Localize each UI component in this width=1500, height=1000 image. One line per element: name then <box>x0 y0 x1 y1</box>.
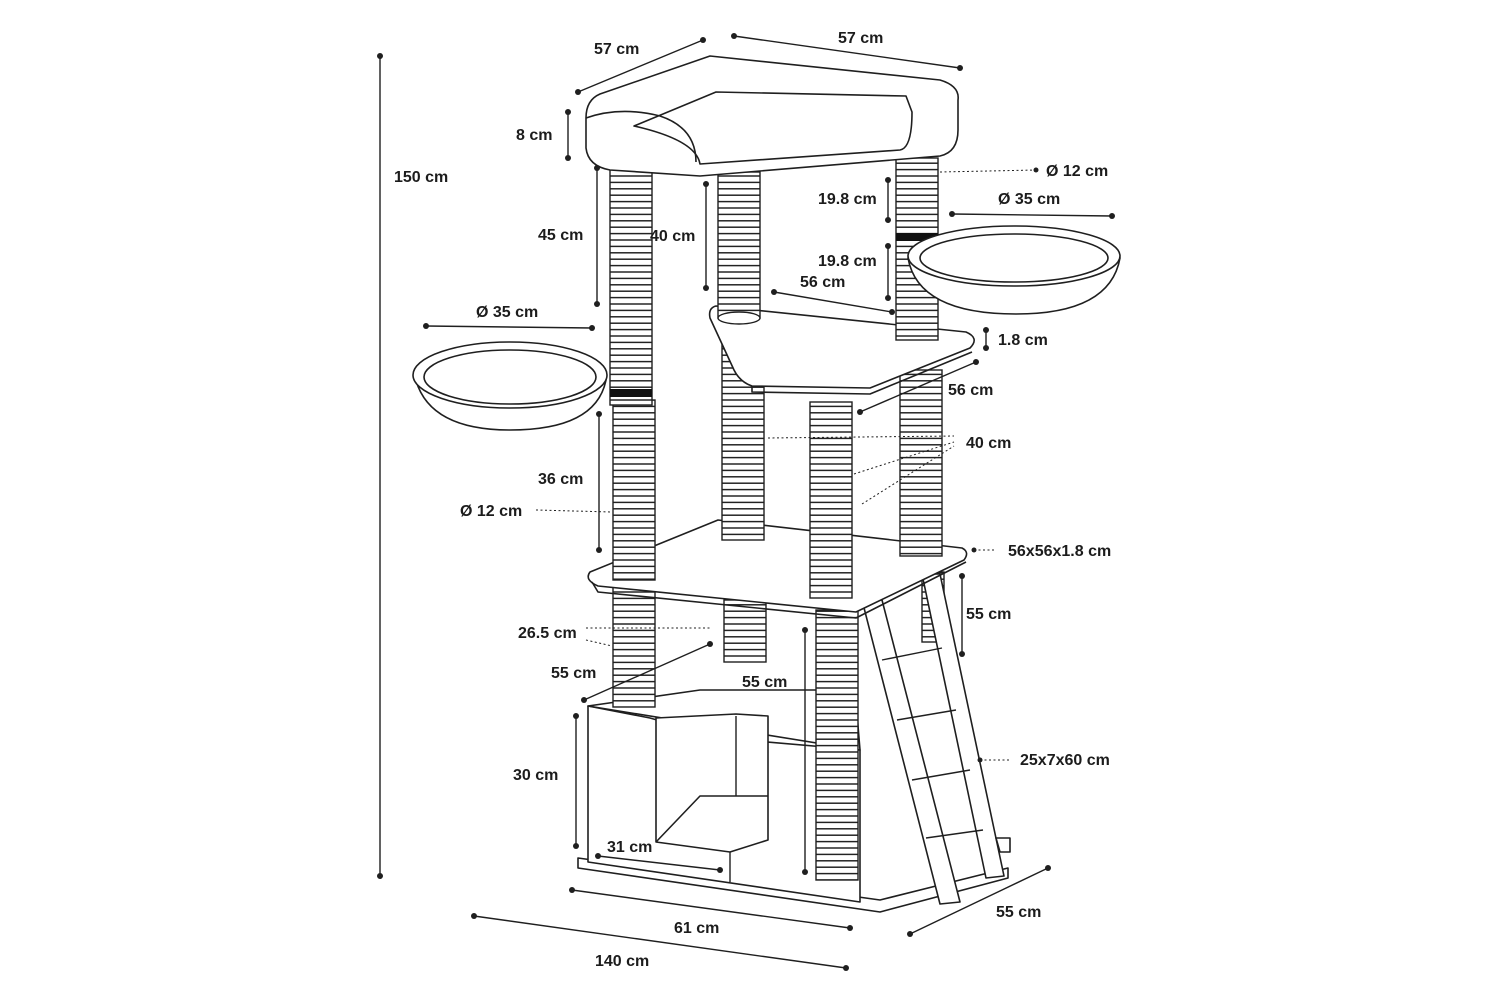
label-lower-posts-height: 40 cm <box>966 435 1011 452</box>
label-left-bowl-diameter: Ø 35 cm <box>476 304 538 321</box>
base-board <box>577 857 1009 913</box>
label-top-post-diameter: Ø 12 cm <box>1046 163 1108 180</box>
label-center-post-height: 40 cm <box>650 228 695 245</box>
label-base-width: 61 cm <box>674 920 719 937</box>
label-left-post-lower-height: 36 cm <box>538 471 583 488</box>
label-ladder-top-height: 55 cm <box>966 606 1011 623</box>
label-right-bowl-diameter: Ø 35 cm <box>998 191 1060 208</box>
label-post-upper-segment: 19.8 cm <box>818 191 877 208</box>
cave-box <box>587 689 861 903</box>
post-lower-right <box>899 369 943 557</box>
label-base-center-post-height: 55 cm <box>742 674 787 691</box>
bowl-left <box>412 341 608 431</box>
dimension-labels: 57 cm 57 cm 8 cm 150 cm Ø 12 cm 19.8 cm … <box>394 30 1111 970</box>
label-post-lower-segment: 19.8 cm <box>818 253 877 270</box>
ladder <box>861 573 1011 905</box>
post-upper-left <box>609 164 653 406</box>
top-bed <box>585 55 959 177</box>
post-base-front <box>815 609 859 881</box>
post-lower-front <box>809 401 853 599</box>
label-left-post-top-height: 45 cm <box>538 227 583 244</box>
label-mid-platform-depth: 56 cm <box>800 274 845 291</box>
label-top-right-width: 57 cm <box>838 30 883 47</box>
post-upper-center <box>717 171 761 325</box>
label-mid-platform-width: 56 cm <box>948 382 993 399</box>
post-base-left <box>612 584 656 708</box>
label-total-width: 140 cm <box>595 953 649 970</box>
post-base-center <box>723 599 767 663</box>
lower-platform <box>587 519 968 619</box>
dimension-lines <box>377 33 1115 971</box>
label-short-post-height: 26.5 cm <box>518 625 577 642</box>
label-lower-platform-size: 56x56x1.8 cm <box>1008 543 1111 560</box>
label-left-post-diameter: Ø 12 cm <box>460 503 522 520</box>
label-total-height: 150 cm <box>394 169 448 186</box>
label-cave-height: 30 cm <box>513 767 558 784</box>
post-lower-left <box>612 399 656 581</box>
label-base-left-post-height: 55 cm <box>551 665 596 682</box>
label-top-bed-height: 8 cm <box>516 127 552 144</box>
label-top-left-width: 57 cm <box>594 41 639 58</box>
bowl-right <box>907 225 1121 315</box>
label-cave-depth: 31 cm <box>607 839 652 856</box>
label-ladder-size: 25x7x60 cm <box>1020 752 1110 769</box>
label-base-depth: 55 cm <box>996 904 1041 921</box>
label-mid-platform-thickness: 1.8 cm <box>998 332 1048 349</box>
